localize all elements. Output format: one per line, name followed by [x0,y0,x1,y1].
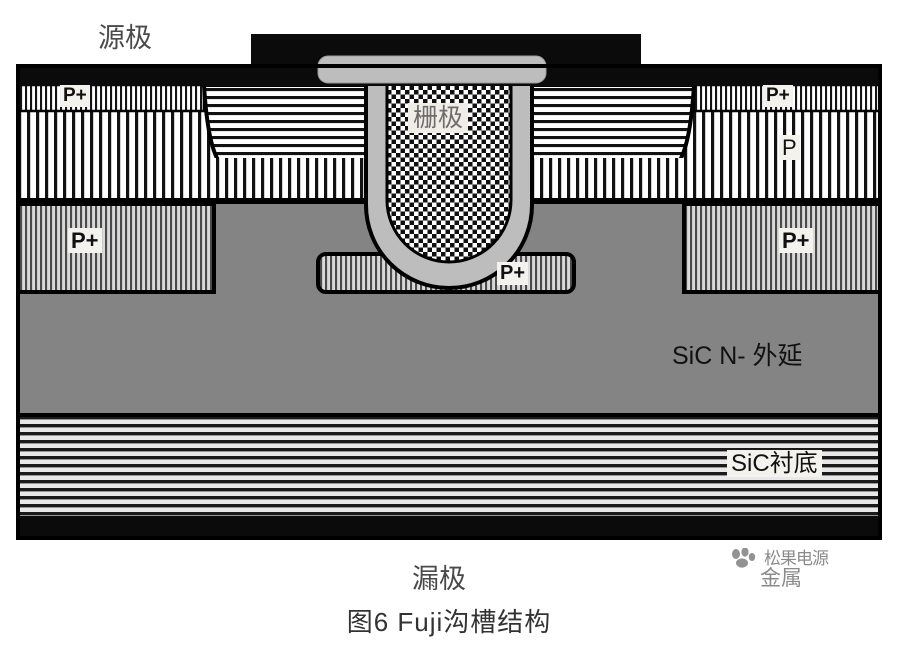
n-region-horizontal-hatch [201,83,697,162]
p-body-under-source [204,158,694,203]
region-label-p-plus-top-right: P+ [763,85,793,107]
drain-metal [18,516,880,538]
region-label-p-plus-left-deep: P+ [68,228,102,254]
region-label-epi: SiC N- 外延 [672,342,803,370]
region-label-p-plus-right-deep: P+ [779,228,813,254]
region-label-p-plus-shield: P+ [497,262,529,285]
region-label-p-plus-top-left: P+ [60,85,90,107]
source-terminal-label: 源极 [98,23,152,53]
region-label-substrate: SiC衬底 [727,450,822,478]
region-label-p-well-right: P [779,135,800,161]
drain-terminal-label: 漏极 [412,564,466,594]
figure-caption: 图6 Fuji沟槽结构 [346,607,552,637]
gate-terminal-label: 栅极 [408,103,469,134]
gate-cap-oxide [317,55,547,84]
device-outline [16,64,882,540]
p-plus-deep-left [16,202,216,294]
